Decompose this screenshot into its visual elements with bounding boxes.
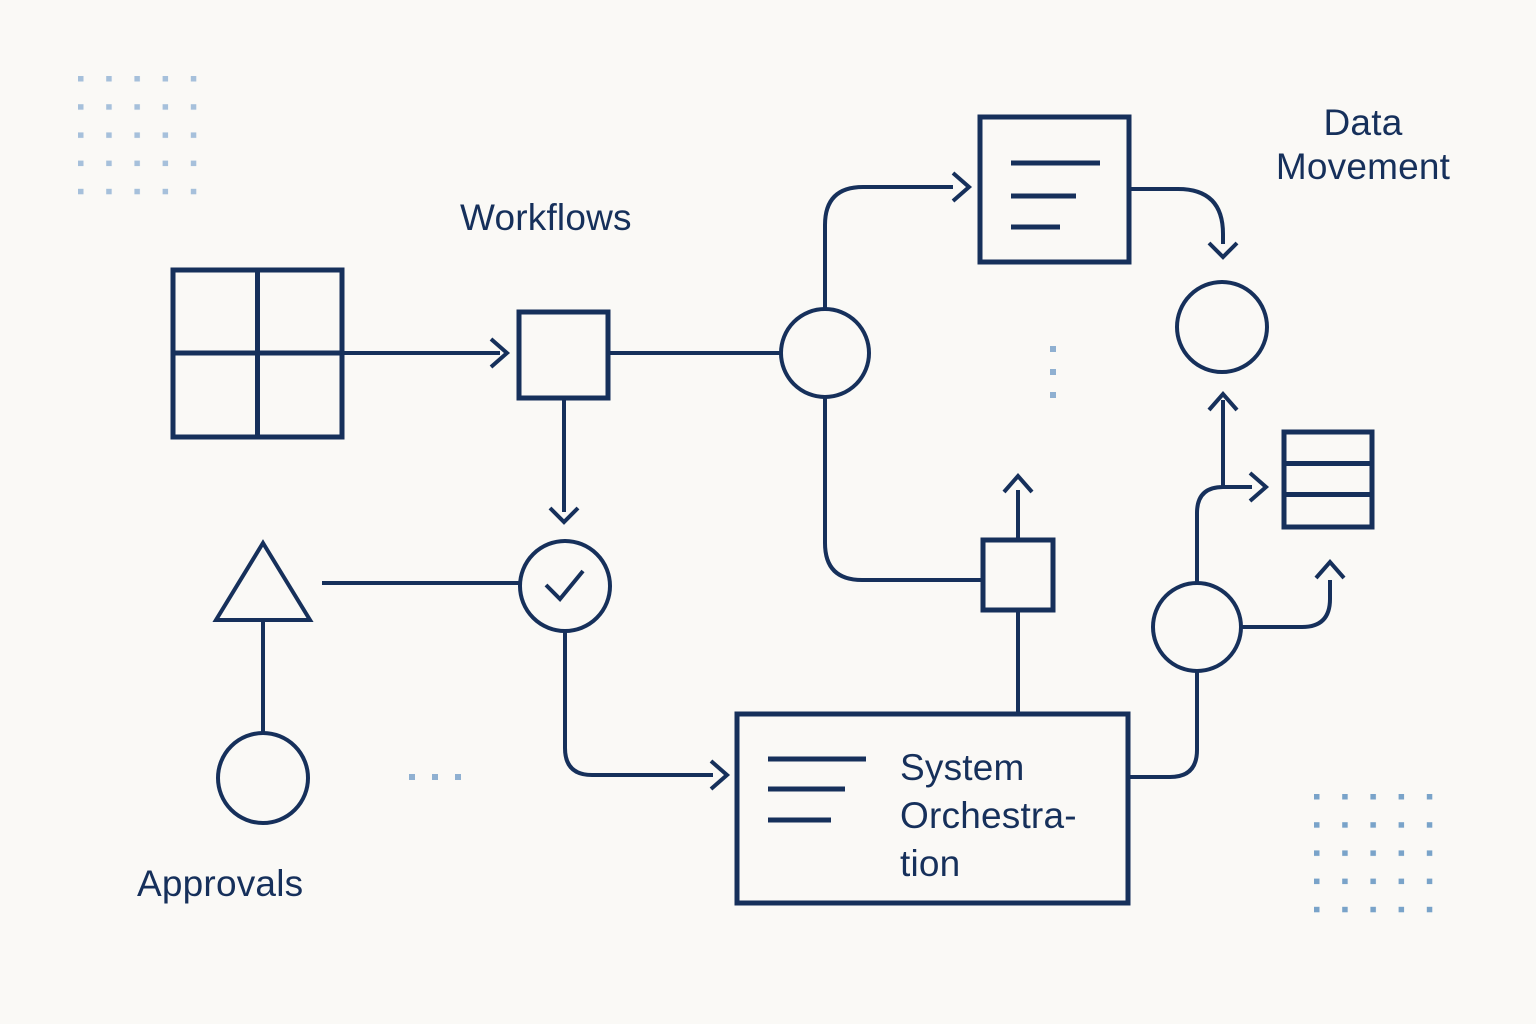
connector-junction-to-process-square-2 xyxy=(823,397,983,582)
arrowhead-right-icon xyxy=(709,759,731,791)
dot xyxy=(455,774,461,780)
data-circle xyxy=(1175,280,1269,374)
connector-line xyxy=(1129,187,1225,244)
dot xyxy=(1050,369,1056,375)
arrow-square2-up xyxy=(1002,472,1034,540)
approval-triangle xyxy=(212,539,314,622)
document-box-outline xyxy=(977,114,1132,265)
connector-line xyxy=(1241,580,1332,629)
junction-circle xyxy=(779,307,871,399)
arrowhead-right-icon xyxy=(489,337,511,369)
dot xyxy=(1050,346,1056,352)
system-label-line-3: tion xyxy=(900,843,961,884)
dot xyxy=(409,774,415,780)
database-box-outline xyxy=(1281,429,1375,530)
arrowhead-right-icon xyxy=(1248,471,1270,503)
system-orchestration-label: System Orchestra- tion xyxy=(900,744,1077,888)
system-label-line-1: System xyxy=(900,747,1025,788)
data-movement-label: Data Movement xyxy=(1248,101,1478,189)
ellipsis-vertical xyxy=(1050,346,1056,398)
document-box-node xyxy=(977,114,1132,265)
checkmark-icon xyxy=(544,569,585,602)
data-movement-line-1: Data xyxy=(1323,102,1403,143)
arrowhead-down-icon xyxy=(548,506,580,525)
system-label-line-2: Orchestra- xyxy=(900,795,1077,836)
arrow-square1-down-to-check-circle xyxy=(548,398,580,525)
database-box-node xyxy=(1281,429,1375,530)
check-circle-node xyxy=(518,539,612,633)
dot xyxy=(1050,392,1056,398)
check-circle xyxy=(518,539,612,633)
decorative-dot-grid-bottom-right xyxy=(1314,794,1434,914)
grid-square-node xyxy=(170,267,345,440)
arrowhead-up-icon xyxy=(1314,558,1346,580)
decorative-dot-grid-top-left xyxy=(78,76,198,196)
arrow-junction-right-to-database-box xyxy=(1223,471,1270,503)
approvals-circle xyxy=(216,731,310,825)
ellipsis-horizontal xyxy=(409,774,461,780)
arrowhead-down-icon xyxy=(1207,241,1239,260)
dot xyxy=(432,774,438,780)
arrowhead-up-icon xyxy=(1207,390,1239,412)
process-square-1 xyxy=(516,309,611,401)
connector-line xyxy=(1195,400,1225,583)
data-movement-line-2: Movement xyxy=(1275,146,1451,187)
arrow-output-to-data-circle xyxy=(1195,390,1239,583)
arrow-output-up-right xyxy=(1241,558,1346,629)
process-square-2 xyxy=(980,537,1056,613)
approvals-label: Approvals xyxy=(137,863,304,904)
arrow-document-to-data-circle xyxy=(1129,187,1239,260)
connector-line xyxy=(563,631,713,777)
system-box-outline xyxy=(734,711,1131,906)
arrow-junction-to-document-box xyxy=(823,171,973,309)
connector-line xyxy=(823,185,953,309)
connector-system-box-to-output-circle xyxy=(1128,671,1199,779)
arrow-check-to-system-box xyxy=(563,631,731,791)
system-orchestration-box-node xyxy=(734,711,1131,906)
output-circle xyxy=(1151,581,1243,673)
arrow-grid-to-process-square-1 xyxy=(342,337,511,369)
workflows-label: Workflows xyxy=(460,197,632,238)
arrowhead-up-icon xyxy=(1002,472,1034,494)
arrowhead-right-icon xyxy=(951,171,973,203)
